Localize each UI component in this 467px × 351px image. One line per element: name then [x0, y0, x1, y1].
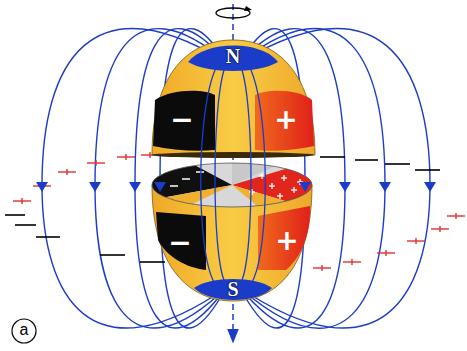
negative-charge-mark: [15, 224, 36, 226]
charge-sign: −: [170, 106, 193, 134]
pole-label: S: [227, 279, 238, 299]
positive-charge-mark: [95, 160, 96, 166]
positive-charge-mark: [321, 265, 322, 271]
face-plus-mark: [279, 193, 280, 199]
field-arrowhead: [36, 182, 48, 192]
face-plus-mark: [283, 175, 284, 181]
negative-charge-mark: [140, 261, 165, 263]
face-plus-mark: [293, 187, 294, 193]
negative-charge-mark: [36, 236, 60, 238]
positive-charge-mark: [439, 226, 440, 232]
field-arrowhead: [379, 182, 391, 192]
field-arrowhead: [424, 182, 436, 192]
charge-sign: −: [168, 229, 191, 257]
pole-label-holder: N: [226, 46, 240, 66]
panel-label-holder: a: [20, 322, 29, 338]
positive-charge-mark: [351, 259, 352, 265]
positive-charge-mark: [385, 250, 386, 256]
face-plus-mark: [271, 183, 272, 189]
field-arrowhead: [129, 182, 141, 192]
positive-charge-mark: [149, 152, 150, 158]
positive-charge-mark: [455, 213, 456, 219]
pole-label: N: [226, 46, 240, 66]
field-arrowhead: [339, 182, 351, 192]
positive-charge-mark: [125, 154, 126, 160]
negative-charge-mark: [320, 156, 345, 158]
positive-charge-mark: [66, 169, 67, 175]
face-plus-mark: [261, 173, 262, 179]
charge-sign-holder: +: [275, 227, 298, 255]
pole-label-holder: S: [227, 279, 238, 299]
negative-charge-mark: [5, 214, 25, 216]
charge-sign: +: [275, 227, 298, 255]
negative-charge-mark: [100, 254, 125, 256]
field-arrowhead: [154, 182, 166, 192]
positive-charge-mark: [21, 198, 22, 204]
charge-sign-holder: −: [170, 106, 193, 134]
field-arrowhead: [89, 182, 101, 192]
field-arrowhead: [299, 182, 311, 192]
charge-sign-holder: −: [168, 229, 191, 257]
positive-charge-mark: [415, 238, 416, 244]
charge-sign-holder: +: [274, 106, 297, 134]
negative-charge-mark: [355, 159, 378, 161]
negative-charge-mark: [385, 163, 410, 165]
panel-label: a: [20, 322, 29, 338]
negative-charge-mark: [415, 169, 440, 171]
charge-sign: +: [274, 106, 297, 134]
